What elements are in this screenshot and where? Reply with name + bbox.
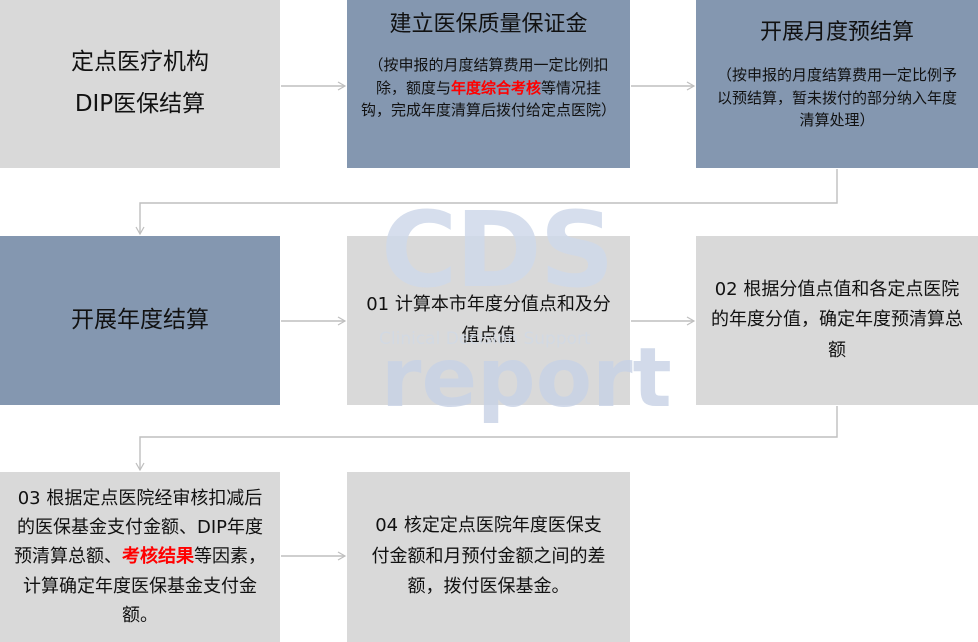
assessment-result-highlight: 考核结果 [122, 546, 194, 568]
box-line-1: 定点医疗机构 [71, 49, 209, 76]
box-designated-institution-dip: 定点医疗机构 DIP医保结算 [0, 0, 280, 168]
description-text: 等情况挂钩，完成年度清算后拨付给定点医院） [361, 78, 617, 120]
box-description: （按申报的月度结算费用一定比例扣除，额度与年度综合考核等情况挂钩，完成年度清算后… [361, 54, 616, 122]
box-text: 04 核定定点医院年度医保支付金额和月预付金额之间的差额，拨付医保基金。 [371, 515, 606, 598]
box-text: 02 根据分值点值和各定点医院的年度分值，确定年度预清算总额 [711, 278, 963, 361]
box-text: 01 计算本市年度分值点和及分值点值 [366, 293, 611, 346]
arrow-b3-b4 [135, 169, 838, 236]
box-monthly-prepayment: 开展月度预结算 （按申报的月度结算费用一定比例予以预结算，暂未拨付的部分纳入年度… [696, 0, 978, 168]
box-step-04: 04 核定定点医院年度医保支付金额和月预付金额之间的差额，拨付医保基金。 [347, 472, 630, 642]
box-text: 03 根据定点医院经审核扣减后的医保基金支付金额、DIP年度预清算总额、考核结果… [12, 484, 268, 630]
step-03-text: 03 根据定点医院经审核扣减后的医保基金支付金额、DIP年度预清算总额、 [14, 488, 264, 568]
description-text: （按申报的月度结算费用一定比例扣除，额度与 [368, 56, 609, 97]
box-title: 建立医保质量保证金 [389, 12, 588, 37]
box-description: （按申报的月度结算费用一定比例予以预结算，暂未拨付的部分纳入年度清算处理） [716, 66, 957, 129]
box-quality-deposit: 建立医保质量保证金 （按申报的月度结算费用一定比例扣除，额度与年度综合考核等情况… [347, 0, 630, 168]
arrow-b6-b7 [135, 406, 838, 472]
box-step-03: 03 根据定点医院经审核扣减后的医保基金支付金额、DIP年度预清算总额、考核结果… [0, 472, 280, 642]
box-step-02: 02 根据分值点值和各定点医院的年度分值，确定年度预清算总额 [696, 236, 978, 405]
box-annual-settlement: 开展年度结算 [0, 236, 280, 405]
box-line-2: DIP医保结算 [74, 91, 206, 117]
box-text: 开展年度结算 [71, 306, 209, 333]
box-step-01: 01 计算本市年度分值点和及分值点值 [347, 236, 630, 405]
box-title: 开展月度预结算 [759, 20, 914, 45]
annual-assessment-highlight: 年度综合考核 [450, 78, 541, 97]
step-03-text: 等因素，计算确定年度医保基金支付金额。 [23, 546, 266, 626]
